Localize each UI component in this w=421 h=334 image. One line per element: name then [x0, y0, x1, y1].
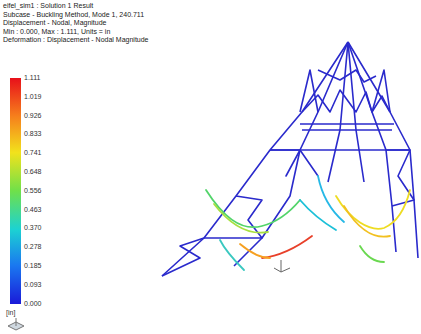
header-line: Displacement - Nodal, Magnitude [3, 19, 107, 27]
scale-value: 1.111 [24, 74, 40, 82]
scale-value: 0.370 [24, 224, 42, 232]
tower-frame [162, 42, 418, 276]
scale-value: 0.833 [24, 130, 42, 138]
scale-value: 0.000 [24, 300, 42, 308]
scale-value: 0.463 [24, 206, 42, 214]
scale-value: 1.019 [24, 93, 42, 101]
scale-value: 0.185 [24, 262, 42, 270]
scale-value: 0.741 [24, 149, 42, 157]
scale-value: 0.648 [24, 168, 42, 176]
scale-value: 0.926 [24, 112, 42, 120]
scale-value: 0.278 [24, 243, 42, 251]
axis-triad [274, 260, 290, 272]
unit-label: [in] [6, 309, 15, 317]
color-bar [10, 78, 21, 304]
header-line: eifel_sim1 : Solution 1 Result [3, 2, 93, 10]
header-line: Deformation : Displacement - Nodal Magni… [3, 36, 149, 44]
view-icon [8, 318, 24, 330]
header-line: Subcase - Buckling Method, Mode 1, 240.7… [3, 11, 144, 19]
header-line: Min : 0.000, Max : 1.111, Units = in [3, 28, 110, 36]
scale-value: 0.556 [24, 187, 42, 195]
deformed-members [206, 176, 410, 270]
scale-value: 0.093 [24, 281, 42, 289]
